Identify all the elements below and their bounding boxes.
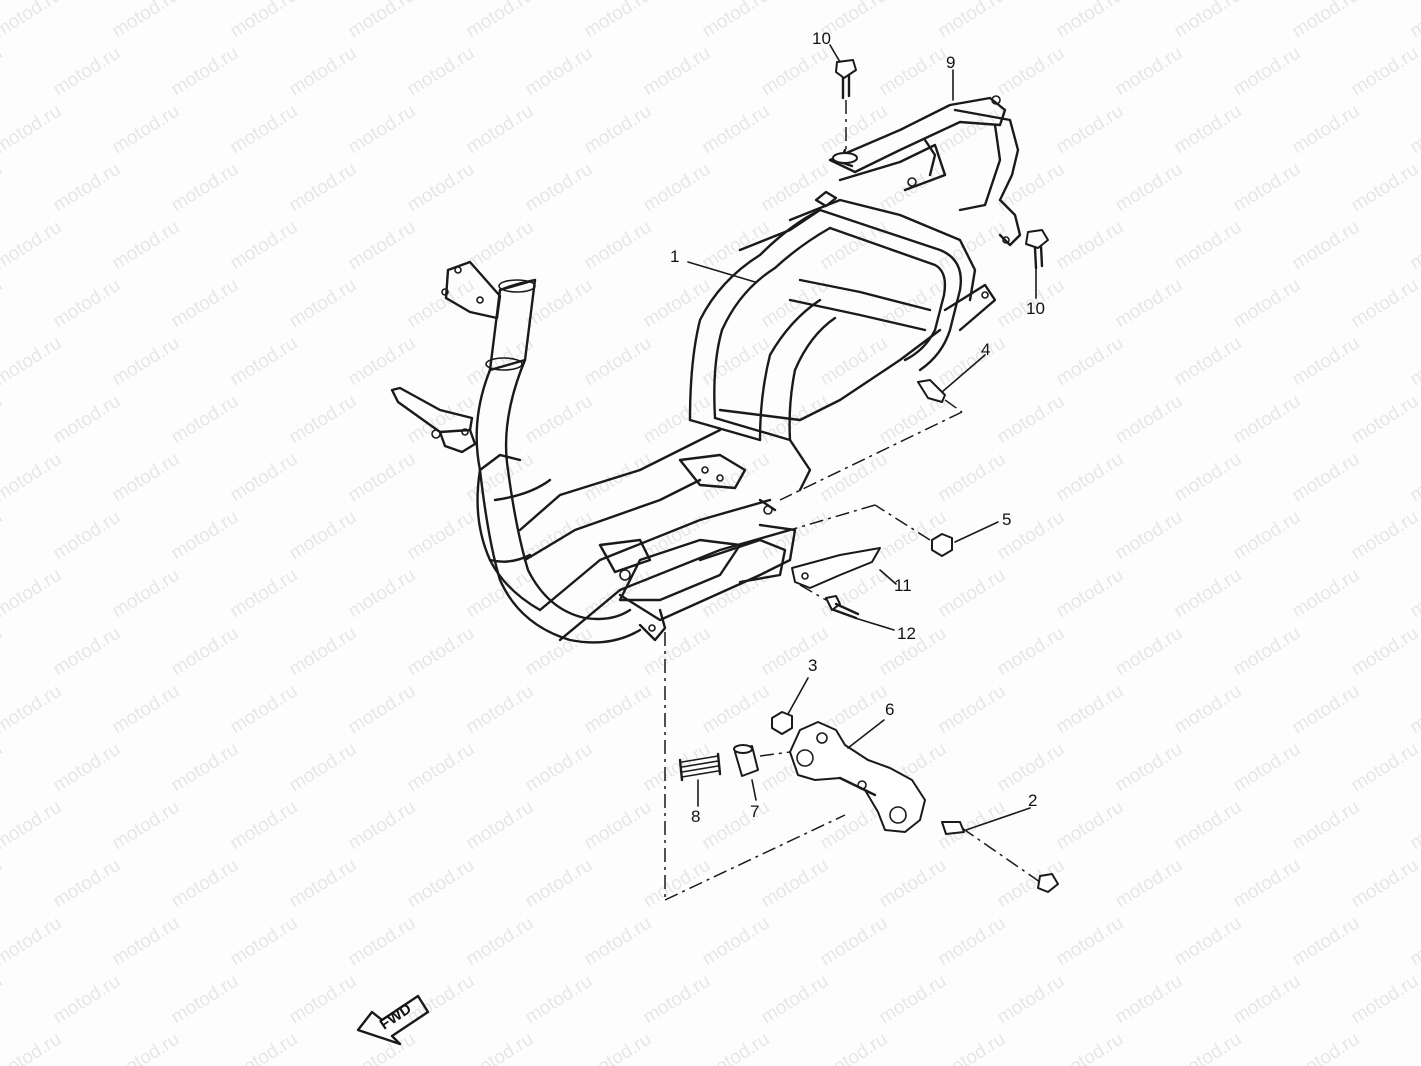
callout-11: 11 bbox=[894, 576, 912, 595]
bolt-10-right[interactable] bbox=[1025, 229, 1049, 270]
callout-9: 9 bbox=[946, 53, 956, 72]
main-frame[interactable] bbox=[390, 190, 997, 644]
bracket-11[interactable] bbox=[791, 547, 881, 589]
callout-12: 12 bbox=[897, 624, 916, 643]
callout-5: 5 bbox=[1002, 510, 1012, 529]
spring-8[interactable] bbox=[678, 752, 722, 782]
bolt-4[interactable] bbox=[779, 379, 963, 501]
callout-6: 6 bbox=[885, 700, 895, 719]
fwd-label: FWD bbox=[377, 1000, 415, 1033]
bolt-2[interactable] bbox=[941, 821, 1059, 893]
callout-10-right: 10 bbox=[1026, 299, 1045, 318]
leader-lines bbox=[687, 44, 1037, 831]
bolt-12[interactable] bbox=[799, 584, 860, 620]
rear-bracket[interactable] bbox=[828, 95, 1022, 247]
callout-3: 3 bbox=[808, 656, 818, 675]
callout-10-top: 10 bbox=[812, 29, 831, 48]
bolt-10-top[interactable] bbox=[832, 59, 858, 164]
alignment-lines bbox=[664, 632, 846, 901]
callout-1: 1 bbox=[670, 247, 680, 266]
callout-4: 4 bbox=[981, 340, 991, 359]
callout-7: 7 bbox=[750, 802, 760, 821]
fwd-arrow-icon: FWD bbox=[356, 994, 430, 1046]
callout-2: 2 bbox=[1028, 791, 1038, 810]
arm-6[interactable] bbox=[789, 721, 926, 833]
nut-3[interactable] bbox=[771, 711, 793, 735]
callout-8: 8 bbox=[691, 807, 701, 826]
bush-7[interactable] bbox=[733, 744, 791, 777]
nut-5[interactable] bbox=[789, 504, 953, 557]
